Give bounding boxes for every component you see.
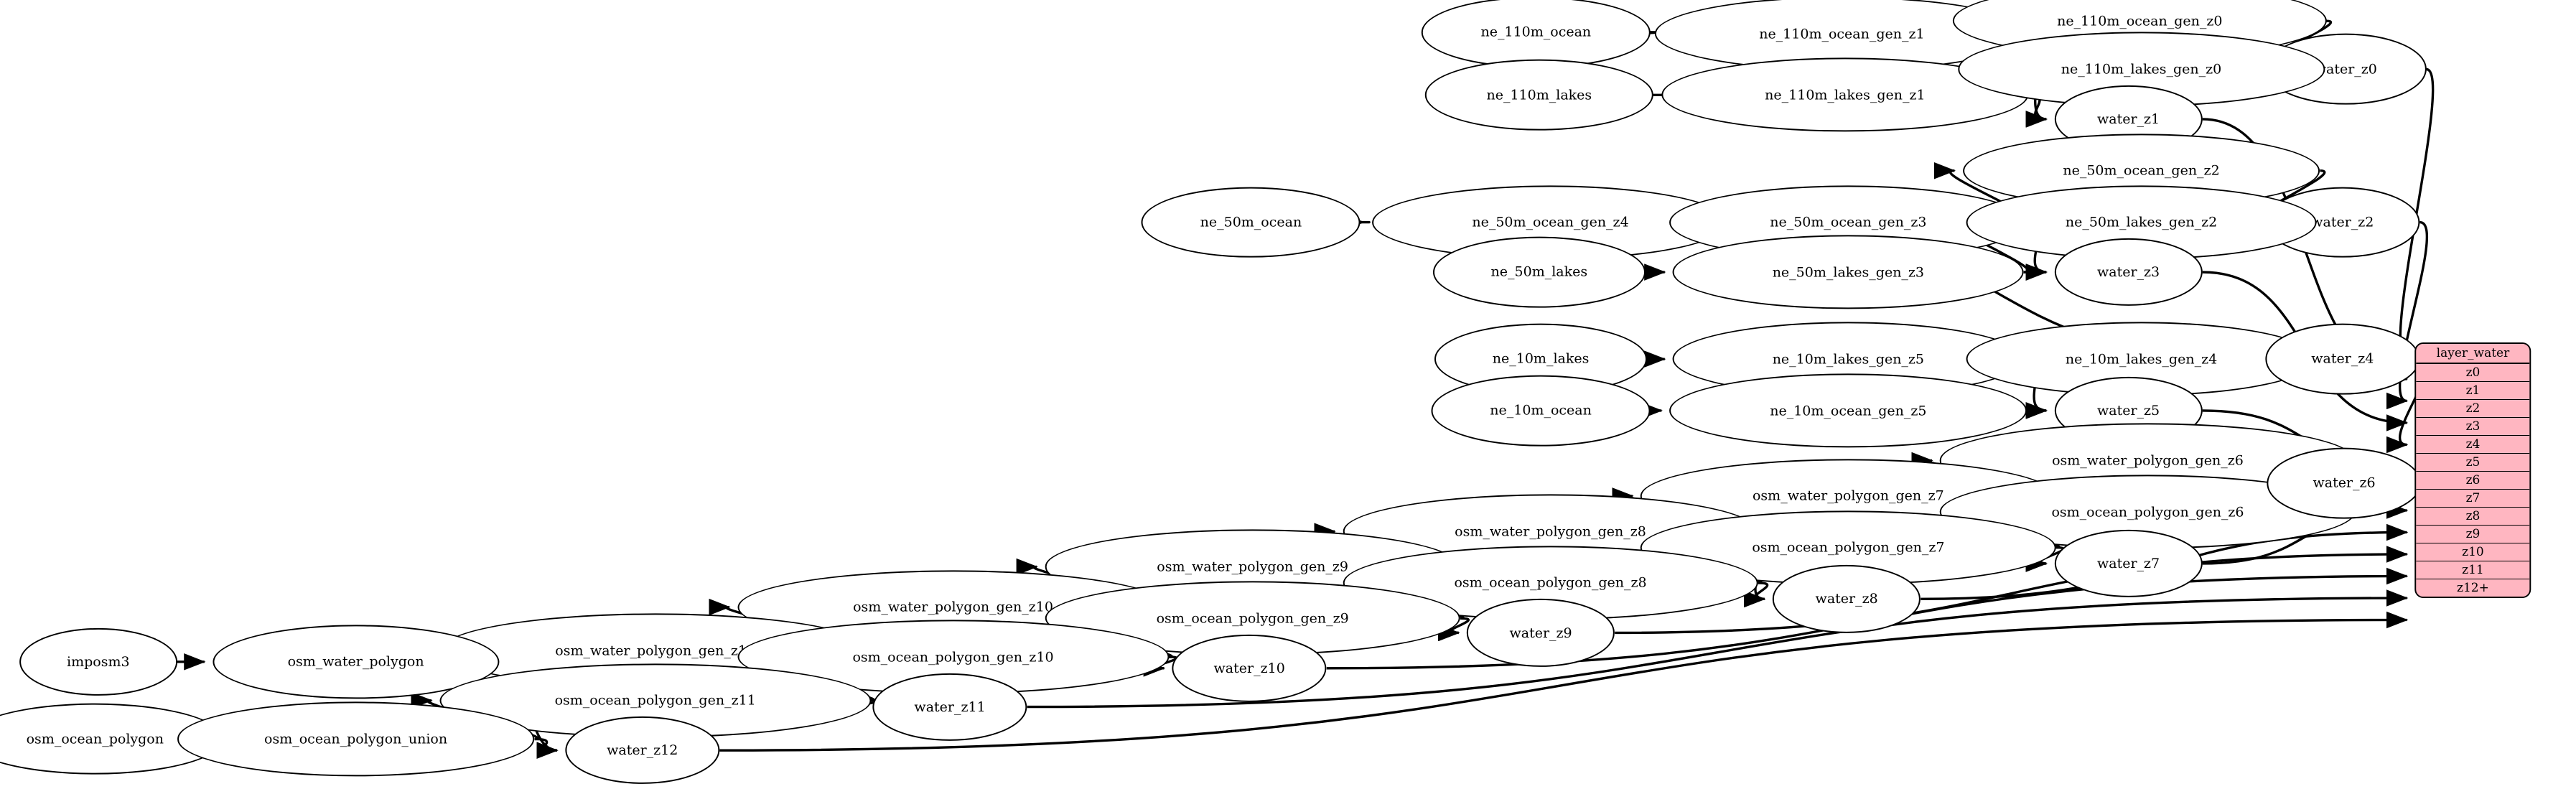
node-label: water_z10 — [1213, 660, 1285, 676]
node-label: ne_50m_ocean — [1200, 214, 1302, 230]
layer-table-row-z7[interactable]: z7 — [2416, 489, 2530, 508]
node-label: ne_110m_lakes_gen_z1 — [1765, 87, 1926, 103]
edge-osm_ocean_polygon_gen_z8-to-water_z8 — [1744, 582, 1769, 608]
node-label: water_z4 — [2311, 351, 2374, 368]
node-label: osm_ocean_polygon_union — [264, 731, 448, 747]
graph-node-water_z7[interactable]: water_z7 — [2054, 529, 2203, 598]
node-label: water_z1 — [2096, 111, 2160, 127]
node-label: ne_50m_lakes — [1490, 264, 1588, 281]
node-label: osm_water_polygon_gen_z7 — [1752, 487, 1944, 504]
layer-table-row-z4[interactable]: z4 — [2416, 435, 2530, 454]
node-label: water_z5 — [2096, 402, 2160, 419]
node-label: water_z8 — [1815, 591, 1878, 607]
layer-table-row-z1[interactable]: z1 — [2416, 381, 2530, 400]
node-label: ne_110m_lakes_gen_z0 — [2061, 61, 2222, 78]
edge-water_z11-to-layer_water-z11 — [1027, 589, 2409, 709]
graph-node-ne_110m_ocean[interactable]: ne_110m_ocean — [1422, 0, 1651, 68]
graph-node-ne_10m_ocean[interactable]: ne_10m_ocean — [1431, 375, 1651, 447]
node-label: ne_50m_ocean_gen_z4 — [1472, 214, 1629, 230]
node-label: ne_50m_ocean_gen_z2 — [2063, 162, 2220, 179]
node-label: water_z0 — [2314, 61, 2377, 78]
graph-node-water_z4[interactable]: water_z4 — [2265, 323, 2420, 395]
graph-node-osm_ocean_polygon_union[interactable]: osm_ocean_polygon_union — [177, 701, 535, 777]
edge-water_z9-to-layer_water-z9 — [1615, 546, 2409, 635]
node-label: ne_50m_lakes_gen_z3 — [1772, 264, 1925, 281]
edge-water_z12-to-layer_water-z12+ — [719, 611, 2409, 752]
node-label: ne_10m_lakes_gen_z5 — [1772, 351, 1925, 368]
node-label: water_z2 — [2311, 214, 2374, 230]
node-label: water_z3 — [2096, 264, 2160, 281]
node-label: ne_50m_lakes_gen_z2 — [2065, 214, 2218, 230]
node-label: water_z11 — [914, 699, 986, 715]
node-label: ne_10m_lakes_gen_z4 — [2065, 351, 2218, 368]
node-label: ne_10m_lakes — [1492, 351, 1590, 368]
node-label: osm_water_polygon_gen_z6 — [2052, 452, 2244, 469]
layer-table-row-z9[interactable]: z9 — [2416, 525, 2530, 543]
layer-table-header: layer_water — [2416, 343, 2530, 364]
node-label: water_z9 — [1509, 625, 1572, 641]
node-label: ne_110m_ocean_gen_z0 — [2057, 13, 2223, 29]
node-label: ne_50m_ocean_gen_z3 — [1770, 214, 1927, 230]
graph-node-imposm3[interactable]: imposm3 — [19, 627, 177, 696]
graph-node-water_z8[interactable]: water_z8 — [1772, 565, 1921, 633]
edge-water_z2-to-layer_water-z2 — [2386, 220, 2428, 410]
layer-table-row-z12+[interactable]: z12+ — [2416, 579, 2530, 597]
node-label: ne_110m_ocean_gen_z1 — [1759, 26, 1925, 42]
node-label: osm_water_polygon_gen_z9 — [1157, 559, 1349, 575]
node-label: water_z12 — [607, 742, 678, 759]
graph-node-osm_water_polygon[interactable]: osm_water_polygon — [213, 625, 500, 699]
layer-table-row-z5[interactable]: z5 — [2416, 453, 2530, 472]
node-label: osm_ocean_polygon_gen_z11 — [554, 692, 756, 709]
layer-table-row-z0[interactable]: z0 — [2416, 363, 2530, 382]
graph-node-ne_50m_lakes_gen_z3[interactable]: ne_50m_lakes_gen_z3 — [1672, 235, 2024, 309]
graph-node-water_z11[interactable]: water_z11 — [872, 673, 1027, 741]
layer-table-row-z11[interactable]: z11 — [2416, 561, 2530, 579]
graph-node-ne_110m_lakes[interactable]: ne_110m_lakes — [1424, 59, 1654, 131]
graph-node-water_z12[interactable]: water_z12 — [565, 716, 720, 785]
layer-table-row-z6[interactable]: z6 — [2416, 471, 2530, 490]
graph-node-water_z6[interactable]: water_z6 — [2267, 447, 2422, 519]
node-label: osm_ocean_polygon_gen_z8 — [1454, 574, 1647, 591]
node-label: ne_110m_ocean — [1480, 24, 1592, 40]
edge-osm_ocean_polygon_union-to-water_z12 — [534, 737, 559, 759]
graph-node-ne_50m_ocean[interactable]: ne_50m_ocean — [1141, 187, 1361, 258]
node-label: ne_10m_ocean_gen_z5 — [1770, 402, 1927, 419]
graph-node-water_z3[interactable]: water_z3 — [2054, 238, 2203, 307]
graph-node-water_z10[interactable]: water_z10 — [1172, 634, 1327, 702]
node-label: ne_10m_ocean — [1490, 402, 1592, 419]
node-label: osm_ocean_polygon_gen_z7 — [1752, 539, 1945, 556]
graph-node-ne_10m_ocean_gen_z5[interactable]: ne_10m_ocean_gen_z5 — [1669, 373, 2027, 448]
layer-table-row-z2[interactable]: z2 — [2416, 399, 2530, 418]
layer-table-row-z3[interactable]: z3 — [2416, 417, 2530, 436]
node-label: osm_ocean_polygon_gen_z9 — [1156, 610, 1349, 627]
node-label: osm_water_polygon_gen_z8 — [1455, 523, 1646, 540]
edge-osm_ocean_polygon_gen_z9-to-water_z9 — [1438, 617, 1470, 642]
graph-node-ne_50m_lakes[interactable]: ne_50m_lakes — [1432, 236, 1646, 308]
node-label: water_z7 — [2096, 556, 2160, 571]
node-label: osm_ocean_polygon_gen_z10 — [852, 649, 1054, 666]
node-label: ne_110m_lakes — [1486, 87, 1592, 103]
layer-table-row-z10[interactable]: z10 — [2416, 543, 2530, 561]
graph-node-ne_110m_lakes_gen_z0[interactable]: ne_110m_lakes_gen_z0 — [1957, 32, 2325, 107]
node-label: osm_water_polygon — [287, 653, 424, 670]
node-label: imposm3 — [67, 653, 130, 670]
node-label: water_z6 — [2313, 475, 2376, 491]
node-label: osm_water_polygon_gen_z11 — [555, 643, 756, 659]
node-label: osm_water_polygon_gen_z10 — [853, 599, 1053, 615]
node-label: osm_ocean_polygon_gen_z6 — [2051, 504, 2244, 520]
layer-table-row-z8[interactable]: z8 — [2416, 507, 2530, 526]
node-label: osm_ocean_polygon — [26, 731, 164, 747]
graph-node-water_z9[interactable]: water_z9 — [1466, 599, 1615, 667]
